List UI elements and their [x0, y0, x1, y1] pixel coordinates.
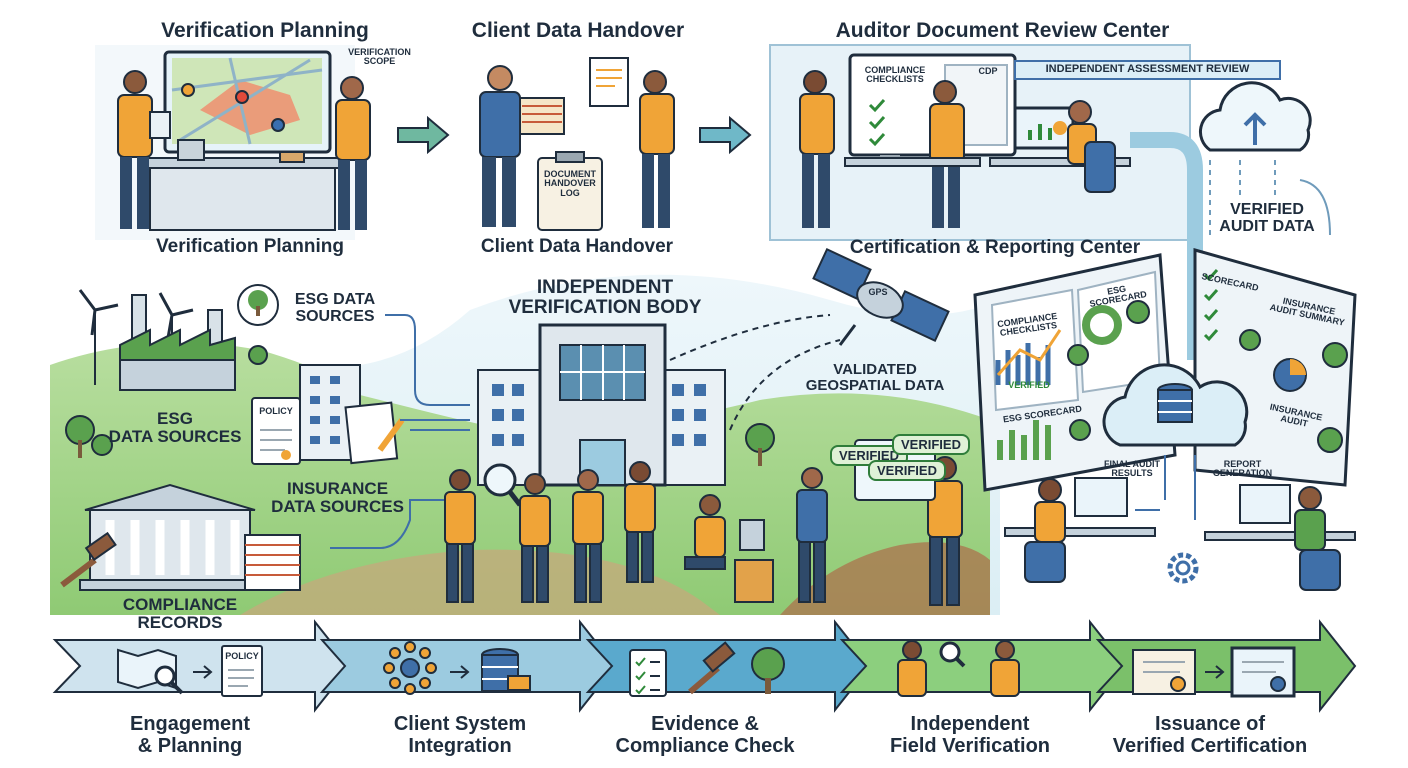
- inspectors-icon: [897, 640, 1020, 697]
- database-cloud-icon: [1102, 363, 1249, 447]
- cdp-label: CDP: [978, 66, 998, 76]
- report-generation-label: REPORT GENERATION: [1212, 459, 1273, 479]
- planner-person-right: [335, 76, 371, 230]
- map-display: [139, 50, 346, 231]
- reviewer-person-left: [799, 70, 835, 228]
- data-pipe: [1130, 132, 1203, 360]
- reviewer-person-middle: [929, 80, 965, 228]
- gavel-icon: [60, 531, 117, 588]
- arrow-right-icon: [1205, 665, 1225, 679]
- map-search-icon: [117, 648, 184, 695]
- satellite-icon: [812, 248, 950, 346]
- handover-log-label: DOCUMENT HANDOVER LOG: [544, 169, 596, 198]
- handover-title: Client Data Handover: [471, 19, 685, 42]
- step-engagement-label: Engagement & Planning: [129, 713, 251, 757]
- esg-data-sources-label: ESG DATA SOURCES: [108, 409, 242, 446]
- handover-person-left: [479, 65, 565, 227]
- step-integration-label: Client System Integration: [393, 713, 527, 757]
- handed-document: [589, 57, 629, 107]
- factory-icon: [119, 294, 236, 391]
- gear-icon: [1167, 552, 1199, 584]
- arrow-right-icon: [699, 115, 752, 155]
- handover-log-clipboard: [537, 151, 603, 231]
- verified-tag: VERIFIED: [868, 460, 946, 481]
- verification-body-building: [477, 323, 726, 487]
- verification-body-label: INDEPENDENT VERIFICATION BODY: [508, 277, 702, 318]
- policy-document: [251, 397, 301, 465]
- review-desk: [844, 106, 1131, 167]
- arrow-right-icon: [450, 665, 470, 679]
- reporting-center-title: Certification & Reporting Center: [849, 237, 1141, 258]
- gavel-icon: [688, 641, 736, 695]
- certificate-icon: [1132, 649, 1196, 695]
- checklists-board-label: COMPLIANCE CHECKLISTS: [864, 65, 926, 85]
- arrow-right-icon: [397, 115, 450, 155]
- document-stack: [244, 534, 301, 591]
- cloud-upload-icon: [1199, 81, 1312, 152]
- compliance-records-label: COMPLIANCE RECORDS: [122, 595, 238, 632]
- framed-certificate-icon: [1230, 646, 1296, 698]
- final-audit-results-label: FINAL AUDIT RESULTS: [1104, 459, 1160, 479]
- tree-icon: [751, 647, 785, 694]
- pencil-document: [344, 401, 405, 465]
- planning-caption: Verification Planning: [156, 236, 344, 257]
- tree-icon: [65, 284, 775, 466]
- workstations: [1004, 477, 1356, 591]
- planning-title: Verification Planning: [161, 19, 369, 42]
- network-hub-icon: [383, 641, 437, 695]
- geospatial-data-label: VALIDATED GEOSPATIAL DATA: [805, 361, 945, 394]
- verified-audit-data-label: VERIFIED AUDIT DATA: [1219, 201, 1315, 235]
- policy-doc-label: POLICY: [259, 406, 293, 416]
- handover-caption: Client Data Handover: [480, 236, 674, 257]
- checklist-icon: [629, 649, 667, 697]
- satellite-label: GPS: [868, 287, 888, 297]
- policy-icon: [221, 645, 263, 697]
- verified-tag: VERIFIED: [892, 434, 970, 455]
- insurance-data-sources-label: INSURANCE DATA SOURCES: [271, 479, 404, 516]
- screen-verified-label: VERIFIED: [1008, 380, 1050, 390]
- database-icon: [481, 648, 531, 692]
- step-policy-icon-label: POLICY: [225, 651, 259, 661]
- planner-person-left: [117, 70, 171, 229]
- handover-person-right: [639, 70, 675, 228]
- step-field-verification-label: Independent Field Verification: [889, 713, 1051, 757]
- verification-scope-note: VERIFICATION SCOPE: [348, 47, 411, 67]
- step-evidence-label: Evidence & Compliance Check: [615, 713, 795, 757]
- assessment-banner: INDEPENDENT ASSESSMENT REVIEW: [1014, 60, 1281, 80]
- esg-callout: ESG DATA SOURCES: [294, 291, 376, 325]
- review-center-title: Auditor Document Review Center: [835, 19, 1170, 42]
- arrow-right-icon: [193, 665, 213, 679]
- magnifier-icon: [483, 463, 522, 507]
- step-certification-label: Issuance of Verified Certification: [1112, 713, 1308, 757]
- seated-analyst: [1067, 100, 1116, 193]
